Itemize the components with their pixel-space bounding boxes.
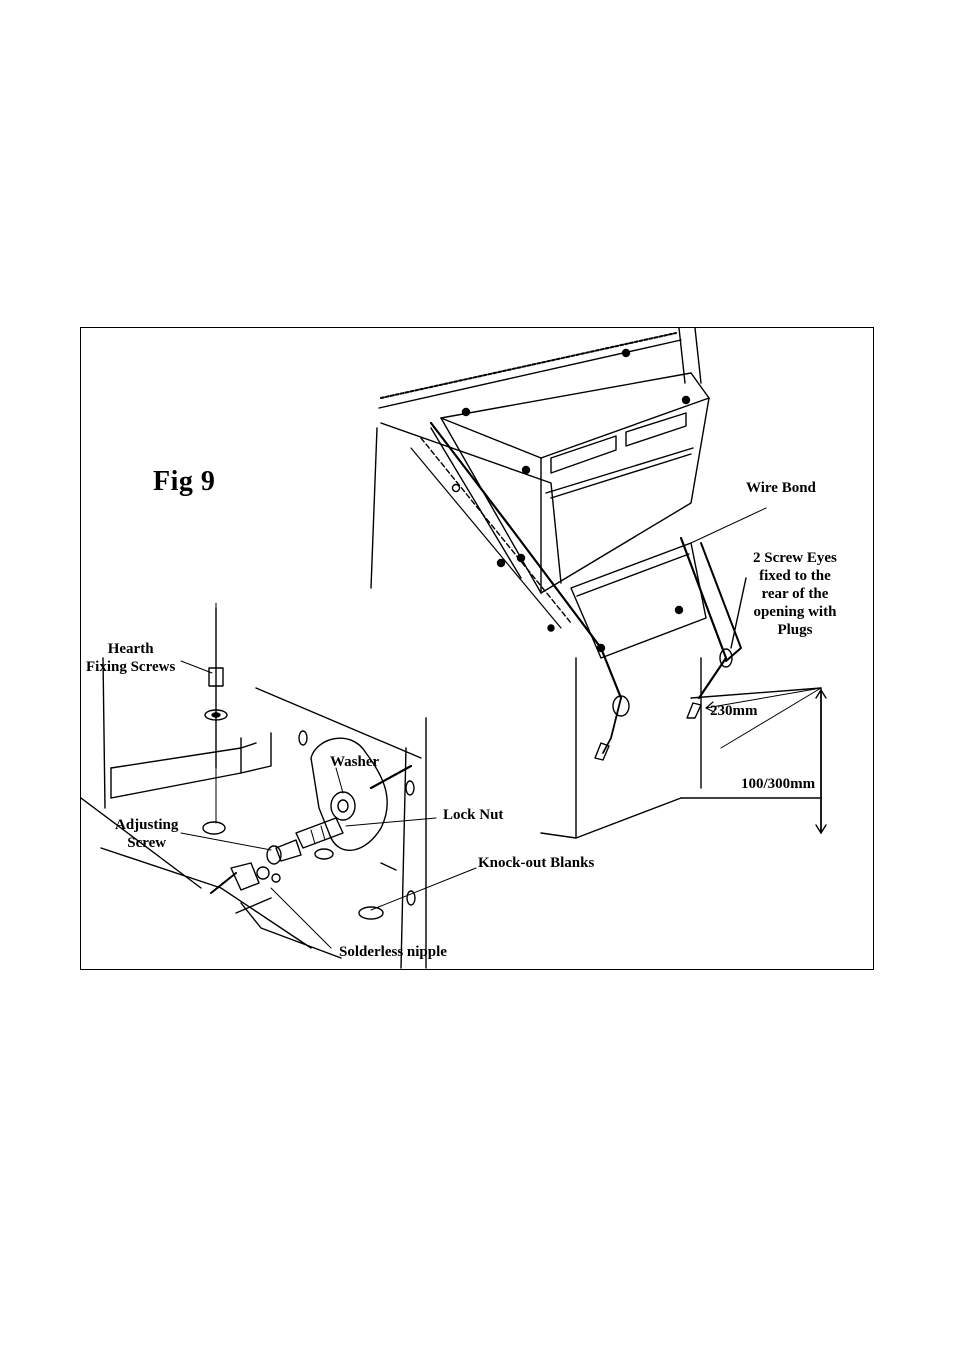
screw-eyes-line-4: opening with bbox=[753, 604, 837, 620]
washer-label: Washer bbox=[330, 754, 380, 770]
screw-eyes-line-2: fixed to the bbox=[759, 568, 831, 584]
hearth-connection-drawing bbox=[81, 602, 477, 969]
screw-eyes-line-1: 2 Screw Eyes bbox=[753, 550, 837, 566]
adjusting-screw-label: Adjusting Screw bbox=[115, 816, 178, 852]
hearth-fixing-line-1: Hearth bbox=[107, 641, 154, 657]
dimension-100-300mm: 100/300mm bbox=[741, 776, 816, 792]
figure-title: Fig 9 bbox=[153, 466, 216, 497]
lock-nut-label: Lock Nut bbox=[443, 807, 504, 823]
dimension-230mm: 230mm bbox=[710, 703, 758, 719]
screw-eyes-line-5: Plugs bbox=[777, 622, 813, 638]
adjusting-screw-line-2: Screw bbox=[127, 835, 167, 851]
wire-bond-label: Wire Bond bbox=[746, 480, 816, 496]
hearth-fixing-screws-label: Hearth Fixing Screws bbox=[86, 640, 175, 676]
hearth-fixing-line-2: Fixing Screws bbox=[86, 659, 176, 675]
adjusting-screw-line-1: Adjusting bbox=[115, 817, 179, 833]
fire-box-drawing bbox=[370, 328, 827, 839]
figure-frame: Fig 9 Wire Bond 2 Screw Eyes fixed to th… bbox=[80, 327, 874, 970]
fire-installation-diagram bbox=[81, 328, 827, 969]
knockout-blanks-label: Knock-out Blanks bbox=[478, 855, 595, 871]
solderless-nipple-label: Solderless nipple bbox=[339, 944, 447, 960]
screw-eyes-line-3: rear of the bbox=[761, 586, 829, 602]
screw-eyes-label: 2 Screw Eyes fixed to the rear of the op… bbox=[753, 549, 837, 639]
